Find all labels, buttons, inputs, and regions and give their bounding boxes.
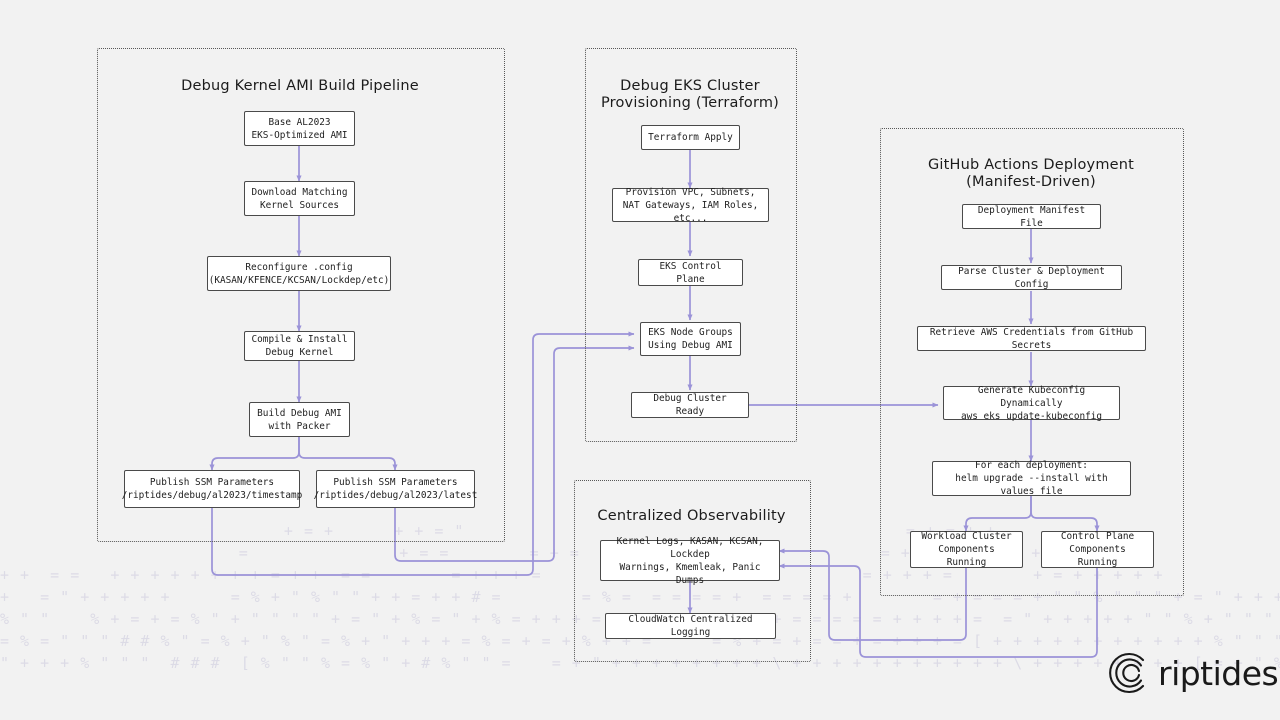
panel-eks-provisioning xyxy=(585,48,797,442)
brand-logo: riptides xyxy=(1102,650,1279,696)
node-for-each-deployment[interactable]: For each deployment: helm upgrade --inst… xyxy=(932,460,1131,497)
panel-github-actions xyxy=(880,128,1184,596)
node-debug-cluster-ready[interactable]: Debug Cluster Ready xyxy=(631,392,749,418)
brand-name: riptides xyxy=(1158,653,1279,693)
node-kernel-logs[interactable]: Kernel Logs, KASAN, KCSAN, Lockdep Warni… xyxy=(600,536,780,586)
panel-eks-provisioning-title: Debug EKS Cluster Provisioning (Terrafor… xyxy=(600,78,780,111)
panel-observability-title: Centralized Observability xyxy=(597,508,786,524)
node-compile-install-kernel[interactable]: Compile & Install Debug Kernel xyxy=(244,331,355,361)
node-build-debug-ami[interactable]: Build Debug AMI with Packer xyxy=(249,402,350,437)
node-cloudwatch-logging[interactable]: CloudWatch Centralized Logging xyxy=(605,613,776,639)
node-terraform-apply[interactable]: Terraform Apply xyxy=(641,125,740,150)
panel-build-pipeline-title: Debug Kernel AMI Build Pipeline xyxy=(181,78,419,94)
spiral-wave-icon xyxy=(1109,652,1145,694)
node-base-ami[interactable]: Base AL2023 EKS-Optimized AMI xyxy=(244,111,355,146)
node-publish-ssm-latest[interactable]: Publish SSM Parameters /riptides/debug/a… xyxy=(314,470,477,508)
node-retrieve-aws-credentials[interactable]: Retrieve AWS Credentials from GitHub Sec… xyxy=(917,326,1146,351)
node-publish-ssm-timestamp[interactable]: Publish SSM Parameters /riptides/debug/a… xyxy=(122,470,302,508)
node-eks-control-plane[interactable]: EKS Control Plane xyxy=(638,259,743,286)
panel-github-actions-title: GitHub Actions Deployment (Manifest-Driv… xyxy=(927,157,1135,190)
node-eks-node-groups[interactable]: EKS Node Groups Using Debug AMI xyxy=(640,322,741,356)
node-workload-components-running[interactable]: Workload Cluster Components Running xyxy=(910,531,1023,568)
node-control-plane-components-running[interactable]: Control Plane Components Running xyxy=(1041,531,1154,568)
node-reconfigure-config[interactable]: Reconfigure .config (KASAN/KFENCE/KCSAN/… xyxy=(207,256,391,291)
panel-observability xyxy=(574,480,811,662)
panel-build-pipeline xyxy=(97,48,505,542)
node-deployment-manifest-file[interactable]: Deployment Manifest File xyxy=(962,204,1101,229)
node-provision-vpc[interactable]: Provision VPC, Subnets, NAT Gateways, IA… xyxy=(612,187,769,224)
node-generate-kubeconfig[interactable]: Generate Kubeconfig Dynamically aws eks … xyxy=(943,385,1120,422)
node-parse-cluster-config[interactable]: Parse Cluster & Deployment Config xyxy=(941,265,1122,290)
node-download-kernel-sources[interactable]: Download Matching Kernel Sources xyxy=(244,181,355,216)
